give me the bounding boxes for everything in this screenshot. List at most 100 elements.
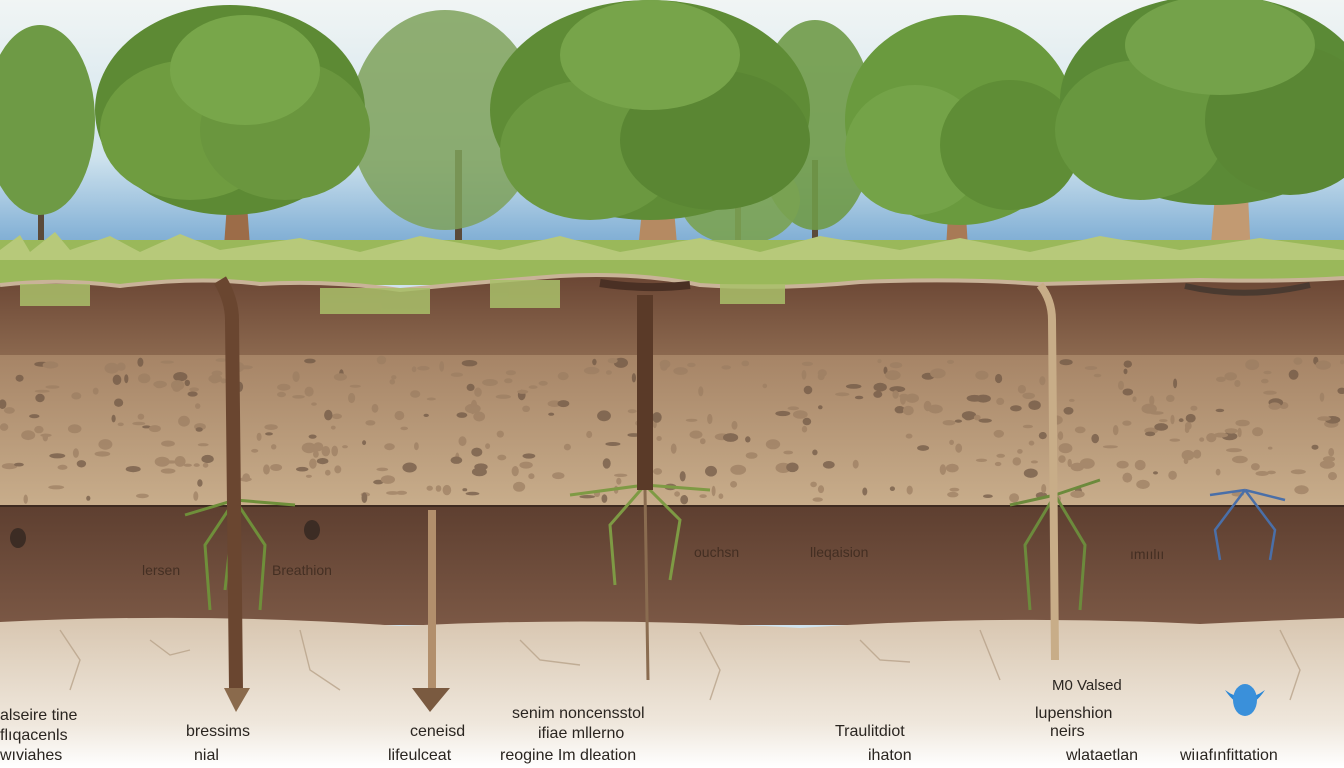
pebble bbox=[1023, 468, 1038, 478]
pebble bbox=[1216, 376, 1226, 382]
pebble bbox=[889, 362, 903, 369]
pebble bbox=[1017, 384, 1026, 394]
pebble bbox=[14, 462, 24, 467]
pebble bbox=[1022, 392, 1035, 399]
pebble bbox=[699, 494, 707, 498]
pebble bbox=[1118, 380, 1124, 390]
pebble bbox=[822, 461, 835, 469]
pebble bbox=[975, 458, 988, 462]
pebble bbox=[325, 469, 331, 476]
pebble bbox=[1149, 395, 1155, 406]
pebble bbox=[251, 448, 259, 453]
pebble bbox=[376, 467, 389, 472]
pebble bbox=[277, 383, 291, 391]
pebble bbox=[899, 393, 909, 399]
pebble bbox=[1122, 420, 1132, 426]
pebble bbox=[365, 420, 376, 426]
pebble bbox=[852, 459, 859, 469]
pebble bbox=[947, 491, 959, 498]
bottom-label-4-line-2: ifiae mllerno bbox=[538, 725, 625, 742]
pebble bbox=[1261, 378, 1269, 384]
bottom-label-6-line-3: wlataetlan bbox=[1066, 747, 1139, 764]
pebble bbox=[607, 358, 618, 364]
pebble bbox=[1070, 490, 1085, 498]
pebble bbox=[466, 383, 475, 391]
pebble bbox=[801, 361, 814, 366]
pebble bbox=[210, 378, 219, 384]
pebble bbox=[983, 494, 993, 499]
pebble bbox=[1263, 390, 1277, 395]
pebble bbox=[148, 425, 161, 433]
pebble bbox=[1267, 446, 1273, 450]
pebbles bbox=[0, 355, 1344, 505]
pebble bbox=[700, 438, 706, 445]
pebble bbox=[296, 466, 309, 472]
pebble bbox=[1084, 366, 1098, 370]
pebble bbox=[1184, 426, 1190, 433]
pebble bbox=[877, 358, 882, 364]
pebble bbox=[1178, 418, 1184, 423]
tree-4 bbox=[1055, 0, 1344, 280]
pebble bbox=[698, 386, 704, 397]
pebble bbox=[1093, 373, 1102, 378]
channel-3 bbox=[599, 279, 691, 681]
pebble bbox=[464, 403, 481, 414]
pebble bbox=[172, 384, 182, 392]
pebble bbox=[1190, 405, 1198, 411]
pebble bbox=[301, 442, 317, 454]
pebble bbox=[885, 370, 901, 381]
pebble bbox=[1030, 460, 1038, 464]
pebble bbox=[461, 360, 478, 367]
pebble bbox=[765, 439, 781, 450]
pebble bbox=[711, 485, 716, 497]
pebble bbox=[1234, 380, 1241, 387]
pebble bbox=[1057, 431, 1064, 441]
pebble bbox=[1226, 448, 1242, 453]
pebble bbox=[705, 465, 717, 477]
pebble bbox=[513, 481, 526, 492]
grass-clumps bbox=[20, 280, 785, 314]
pebble bbox=[348, 392, 356, 404]
pebble bbox=[1170, 414, 1175, 425]
pebble bbox=[215, 358, 227, 362]
pebble bbox=[92, 387, 99, 395]
pebble bbox=[586, 430, 593, 439]
pebble bbox=[1059, 359, 1073, 366]
bottom-label-5-line-1: Traulitdiot bbox=[835, 723, 905, 740]
pebble bbox=[1122, 472, 1133, 483]
pebble bbox=[308, 434, 317, 439]
pebble bbox=[153, 380, 167, 388]
pebble bbox=[305, 474, 312, 478]
pebble bbox=[411, 366, 417, 373]
pebble bbox=[1293, 357, 1303, 365]
pebble bbox=[1215, 468, 1221, 476]
pebble bbox=[189, 387, 200, 392]
pebble bbox=[456, 412, 468, 418]
pebble bbox=[292, 395, 305, 399]
pebble bbox=[42, 433, 48, 442]
plant-roots-4 bbox=[1209, 488, 1286, 561]
pebble bbox=[1122, 388, 1134, 396]
pebble bbox=[361, 492, 368, 504]
pebble bbox=[1340, 359, 1344, 365]
pebble bbox=[563, 443, 571, 451]
pebble bbox=[1141, 403, 1157, 414]
pebble bbox=[124, 374, 129, 384]
pebble bbox=[745, 436, 751, 443]
pebble bbox=[1337, 387, 1344, 394]
pebble bbox=[949, 439, 954, 445]
pebble bbox=[195, 403, 201, 409]
tree-1 bbox=[95, 5, 370, 275]
pebble bbox=[1091, 433, 1099, 444]
pebble bbox=[1168, 470, 1177, 480]
pebble bbox=[482, 379, 498, 386]
pebble bbox=[945, 463, 959, 473]
pebble bbox=[892, 390, 899, 399]
pebble bbox=[730, 481, 738, 488]
pebble bbox=[439, 361, 445, 372]
pebble bbox=[1058, 455, 1066, 463]
pebble bbox=[94, 451, 111, 457]
pebble bbox=[270, 464, 283, 471]
pebble bbox=[1112, 425, 1119, 436]
pebble bbox=[680, 495, 689, 505]
